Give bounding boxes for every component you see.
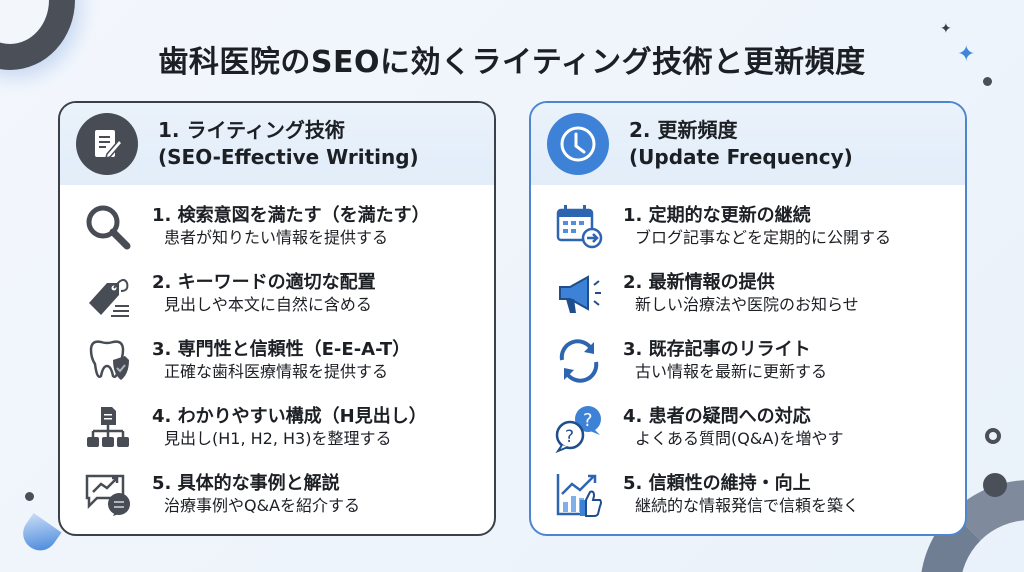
document-pencil-icon xyxy=(76,113,138,175)
growth-thumbs-up-icon xyxy=(551,467,607,523)
panel-writing-techniques: 1. ライティング技術 (SEO-Effective Writing) 1. 検… xyxy=(58,101,496,536)
item-description: 古い情報を最新に更新する xyxy=(635,362,828,381)
item-description: 新しい治療法や医院のお知らせ xyxy=(635,295,859,314)
item-title: 5. 信頼性の維持・向上 xyxy=(623,473,811,494)
list-item: 3. 既存記事のリライト 古い情報を最新に更新する xyxy=(551,327,965,394)
item-title: 3. 既存記事のリライト xyxy=(623,339,811,360)
item-description: よくある質問(Q&A)を増やす xyxy=(635,429,844,448)
magnifier-icon xyxy=(80,199,136,255)
item-title: 4. 患者の疑問への対応 xyxy=(623,406,811,427)
decorative-dot xyxy=(25,492,34,501)
panel-header: 1. ライティング技術 (SEO-Effective Writing) xyxy=(60,103,494,185)
item-title: 4. わかりやすい構成（H見出し） xyxy=(152,406,427,427)
item-title: 2. 最新情報の提供 xyxy=(623,272,775,293)
decorative-dot xyxy=(983,77,992,86)
item-description: 治療事例やQ&Aを紹介する xyxy=(164,496,361,515)
item-title: 1. 検索意図を満たす（を満たす） xyxy=(152,205,430,226)
item-title: 1. 定期的な更新の継続 xyxy=(623,205,811,226)
calendar-arrow-icon xyxy=(551,199,607,255)
page-title: 歯科医院のSEOに効くライティング技術と更新頻度 xyxy=(158,45,866,80)
item-description: 正確な歯科医療情報を提供する xyxy=(164,362,389,381)
tooth-shield-icon xyxy=(80,333,136,389)
list-item: ?? 4. 患者の疑問への対応 よくある質問(Q&A)を増やす xyxy=(551,394,965,461)
item-title: 3. 専門性と信頼性（E-E-A-T） xyxy=(152,339,411,360)
sitemap-icon xyxy=(80,400,136,456)
list-item: 2. キーワードの適切な配置 見出しや本文に自然に含める xyxy=(80,260,494,327)
item-title: 2. キーワードの適切な配置 xyxy=(152,272,376,293)
decorative-dot xyxy=(983,473,1007,497)
chart-chat-icon xyxy=(80,467,136,523)
list-item: 1. 定期的な更新の継続 ブログ記事などを定期的に公開する xyxy=(551,193,965,260)
item-description: 見出しや本文に自然に含める xyxy=(164,295,372,314)
panel-subheading: (SEO-Effective Writing) xyxy=(158,145,419,169)
list-item: 4. わかりやすい構成（H見出し） 見出し(H1, H2, H3)を整理する xyxy=(80,394,494,461)
decorative-arc xyxy=(16,512,62,558)
megaphone-icon xyxy=(551,266,607,322)
item-description: ブログ記事などを定期的に公開する xyxy=(635,228,892,247)
item-description: 見出し(H1, H2, H3)を整理する xyxy=(164,429,392,448)
sparkle-icon-blue: ✦ xyxy=(957,42,976,67)
item-description: 患者が知りたい情報を提供する xyxy=(164,228,389,247)
list-item: 5. 信頼性の維持・向上 継続的な情報発信で信頼を築く xyxy=(551,461,965,528)
tag-icon xyxy=(80,266,136,322)
list-item: 1. 検索意図を満たす（を満たす） 患者が知りたい情報を提供する xyxy=(80,193,494,260)
panel-heading: 1. ライティング技術 xyxy=(158,118,345,142)
panel-header: 2. 更新頻度 (Update Frequency) xyxy=(531,103,965,185)
svg-text:?: ? xyxy=(583,410,593,431)
refresh-icon xyxy=(551,333,607,389)
svg-text:?: ? xyxy=(565,427,574,447)
question-bubbles-icon: ?? xyxy=(551,400,607,456)
item-description: 継続的な情報発信で信頼を築く xyxy=(635,496,860,515)
list-item: 2. 最新情報の提供 新しい治療法や医院のお知らせ xyxy=(551,260,965,327)
list-item: 3. 専門性と信頼性（E-E-A-T） 正確な歯科医療情報を提供する xyxy=(80,327,494,394)
clock-icon xyxy=(547,113,609,175)
panel-update-frequency: 2. 更新頻度 (Update Frequency) 1. 定期的な更新の継続 … xyxy=(529,101,967,536)
item-title: 5. 具体的な事例と解説 xyxy=(152,473,340,494)
sparkle-icon: ✦ xyxy=(940,21,952,37)
panel-heading: 2. 更新頻度 xyxy=(629,118,738,142)
panel-subheading: (Update Frequency) xyxy=(629,145,853,169)
decorative-ring-small xyxy=(985,428,1001,444)
list-item: 5. 具体的な事例と解説 治療事例やQ&Aを紹介する xyxy=(80,461,494,528)
